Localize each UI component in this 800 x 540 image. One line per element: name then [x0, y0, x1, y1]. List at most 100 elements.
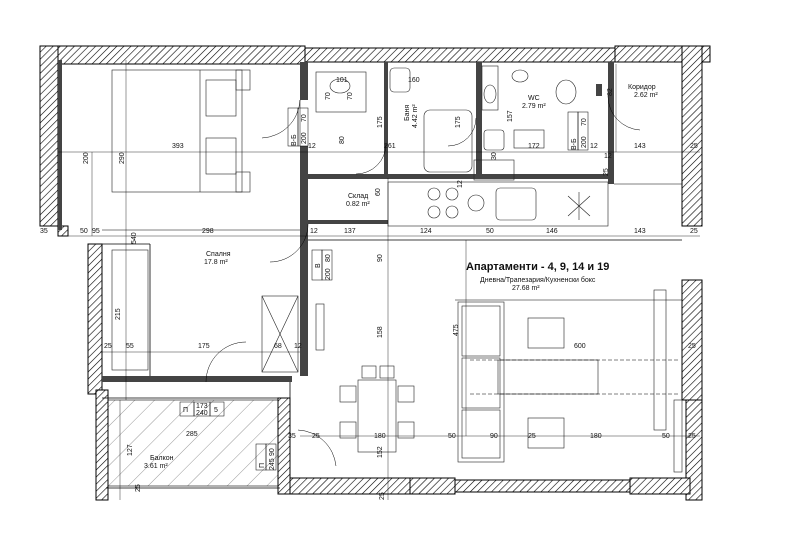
bath-fixtures [315, 67, 473, 173]
corridor-area: 2.62 m² [634, 92, 658, 99]
bedroom-name: Спалня [206, 251, 231, 258]
svg-text:158: 158 [377, 326, 384, 338]
interior-walls [58, 60, 614, 382]
svg-text:П: П [259, 463, 266, 468]
svg-text:25: 25 [688, 433, 696, 440]
svg-text:137: 137 [344, 228, 356, 235]
svg-text:70: 70 [325, 92, 332, 100]
svg-text:12: 12 [590, 143, 598, 150]
exterior-walls [39, 45, 711, 501]
svg-text:200: 200 [83, 152, 90, 164]
living-room-area: 27.68 m² [512, 285, 540, 292]
svg-text:25: 25 [688, 343, 696, 350]
svg-text:50: 50 [486, 228, 494, 235]
svg-text:25: 25 [135, 484, 142, 492]
svg-text:285: 285 [186, 431, 198, 438]
svg-text:180: 180 [590, 433, 602, 440]
svg-text:25: 25 [603, 168, 610, 176]
window-tag-2: П 90 245 [255, 443, 277, 471]
svg-text:60: 60 [375, 188, 382, 196]
svg-text:В-Б: В-Б [291, 134, 298, 146]
svg-text:180: 180 [374, 433, 386, 440]
wc-area: 2.79 m² [522, 103, 546, 110]
svg-text:200: 200 [581, 136, 588, 148]
svg-text:70: 70 [347, 92, 354, 100]
door-tag-d3: В 80 200 [311, 249, 333, 281]
svg-text:80: 80 [339, 136, 346, 144]
svg-text:5: 5 [214, 407, 218, 414]
bed [111, 69, 251, 193]
svg-text:143: 143 [634, 143, 646, 150]
svg-text:25: 25 [528, 433, 536, 440]
svg-text:475: 475 [453, 324, 460, 336]
svg-text:25: 25 [104, 343, 112, 350]
dining-set [339, 365, 415, 453]
window-tag-1: П 173 240 5 [179, 401, 225, 417]
svg-text:12: 12 [294, 343, 302, 350]
svg-text:90: 90 [269, 448, 276, 456]
svg-text:143: 143 [634, 228, 646, 235]
svg-text:12: 12 [604, 153, 612, 160]
bath-area: 4.42 m² [412, 104, 419, 128]
svg-text:50: 50 [80, 228, 88, 235]
svg-text:200: 200 [301, 132, 308, 144]
svg-text:261: 261 [384, 143, 396, 150]
svg-text:25: 25 [312, 433, 320, 440]
svg-text:290: 290 [119, 152, 126, 164]
dimension-lines [58, 60, 700, 500]
svg-text:172: 172 [528, 143, 540, 150]
balcony-name: Балкон [150, 455, 174, 462]
svg-text:50: 50 [448, 433, 456, 440]
svg-text:35: 35 [288, 433, 296, 440]
svg-text:175: 175 [377, 116, 384, 128]
svg-text:95: 95 [92, 228, 100, 235]
svg-text:25: 25 [690, 228, 698, 235]
living-room-name: Дневна/Трапезария/Кухненски бокс [480, 276, 596, 284]
svg-text:В: В [315, 263, 322, 268]
door-tag-d1: В-Б 70 200 [287, 107, 309, 147]
wc-fixtures [481, 65, 577, 151]
svg-text:175: 175 [455, 116, 462, 128]
svg-text:25: 25 [690, 143, 698, 150]
svg-text:30: 30 [491, 152, 498, 160]
svg-text:80: 80 [325, 254, 332, 262]
storage-area: 0.82 m² [346, 201, 370, 208]
balcony-floor [107, 399, 279, 487]
svg-text:82: 82 [607, 88, 614, 96]
radiator-rail [315, 303, 683, 473]
svg-text:152: 152 [377, 446, 384, 458]
svg-text:245: 245 [269, 458, 276, 470]
dimension-labels: 101 160 70 70 175 175 157 82 393 261 172… [40, 77, 698, 500]
wc-name: WC [528, 95, 540, 102]
svg-text:55: 55 [126, 343, 134, 350]
sofa [457, 289, 680, 463]
svg-text:12: 12 [308, 143, 316, 150]
svg-text:101: 101 [336, 77, 348, 84]
svg-text:35: 35 [40, 228, 48, 235]
balcony-area: 3.61 m² [144, 463, 168, 470]
svg-text:25: 25 [379, 492, 386, 500]
svg-text:П: П [183, 407, 188, 414]
svg-text:12: 12 [457, 180, 464, 188]
kitchen [387, 159, 609, 227]
svg-text:70: 70 [301, 114, 308, 122]
svg-text:173: 173 [196, 403, 208, 410]
svg-text:В-Б: В-Б [571, 138, 578, 150]
apartment-title: Апартаменти - 4, 9, 14 и 19 [466, 261, 609, 273]
svg-text:200: 200 [325, 268, 332, 280]
svg-text:90: 90 [377, 254, 384, 262]
room-labels: Апартаменти - 4, 9, 14 и 19 Дневна/Трапе… [144, 84, 658, 470]
wardrobe [111, 249, 299, 373]
svg-text:600: 600 [574, 343, 586, 350]
svg-text:50: 50 [662, 433, 670, 440]
room-outlines [62, 63, 682, 489]
door-swings [205, 95, 641, 467]
svg-text:146: 146 [546, 228, 558, 235]
svg-text:127: 127 [127, 444, 134, 456]
svg-text:240: 240 [196, 410, 208, 417]
svg-text:90: 90 [490, 433, 498, 440]
svg-text:124: 124 [420, 228, 432, 235]
storage-name: Склад [348, 193, 368, 200]
svg-text:298: 298 [202, 228, 214, 235]
